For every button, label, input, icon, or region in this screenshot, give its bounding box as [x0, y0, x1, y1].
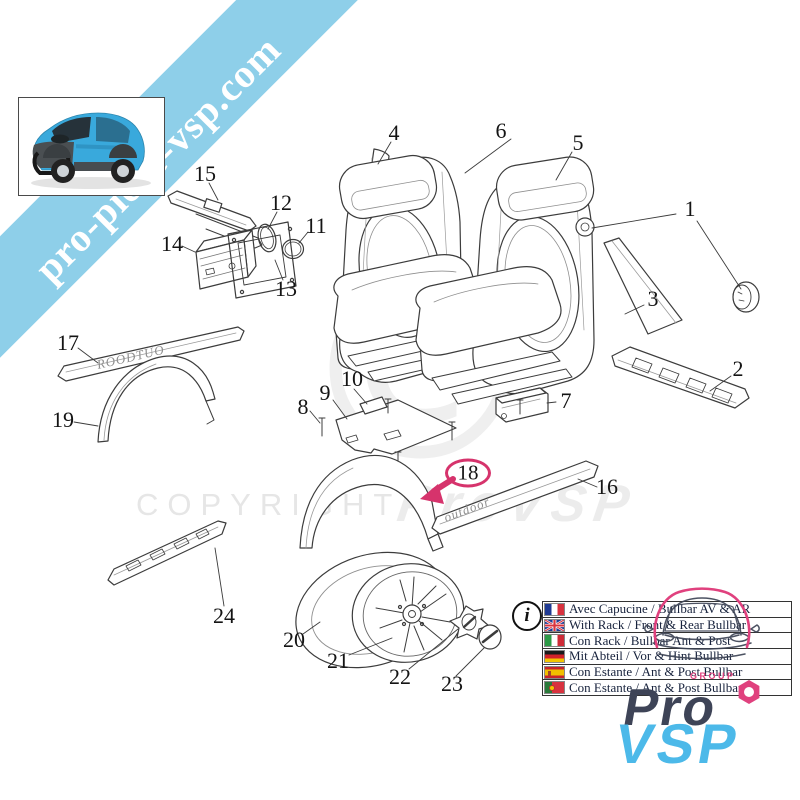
legend-row-text: With Rack / Front & Rear Bullbar — [569, 617, 747, 633]
highlight-arrow — [420, 476, 456, 504]
part-side-trim-mirrored — [57, 326, 245, 382]
legend-row-text: Con Estante / Ant & Post Bullbar — [569, 664, 743, 680]
flag-fr-icon — [544, 602, 565, 616]
legend-row-de: Mit Abteil / Vor & Hint Bullbar — [543, 648, 791, 665]
flag-gb-icon — [544, 618, 565, 632]
flag-de-icon — [544, 649, 565, 663]
part-floor-mat — [318, 396, 524, 469]
part-sill-plate — [611, 346, 750, 409]
logo-vsp-text: VSP — [610, 712, 746, 775]
legend-row-es: Con Estante / Ant & Post Bullbar — [543, 664, 791, 681]
copyright-text-watermark: COPYRIGHT — [136, 487, 402, 522]
vehicle-photo — [18, 97, 165, 196]
flag-it-icon — [544, 634, 565, 648]
part-gasket-oval — [257, 223, 277, 253]
logo-car-outline — [644, 597, 760, 660]
part-recliner-cap — [732, 281, 760, 313]
part-side-trim — [431, 460, 599, 535]
info-icon-glyph: i — [524, 605, 530, 626]
legend-row-text: Con Estante / Ant & Post Bullbar — [569, 679, 743, 695]
part-pillar-trim-right — [603, 237, 683, 335]
part-wheel-arch-trim — [97, 355, 216, 443]
logo-nut-icon — [738, 680, 760, 704]
info-icon: i — [512, 601, 542, 631]
vehicle-photo-art — [31, 112, 151, 189]
legend-row-pt: Con Estante / Ant & Post Bullbar — [543, 679, 791, 697]
part-radio-unit — [195, 229, 257, 290]
part-radio-bracket — [227, 221, 297, 299]
legend-row-text: Mit Abteil / Vor & Hint Bullbar — [569, 648, 734, 664]
part-console-box — [495, 387, 549, 423]
part-fender-flare — [299, 455, 444, 552]
part-hub-cap — [449, 605, 490, 640]
logo-group-text: GROUP — [690, 671, 736, 681]
logo-car-pink-outline — [653, 587, 751, 649]
part-ring — [281, 238, 305, 260]
part-center-cap — [478, 624, 502, 650]
legend-row-it: Con Rack / Bullbar Ant & Post — [543, 632, 791, 650]
legend-row-text: Con Rack / Bullbar Ant & Post — [569, 632, 731, 648]
flag-pt-icon — [544, 681, 565, 695]
leader-lines — [73, 138, 742, 677]
flag-es-icon — [544, 665, 565, 679]
part-wheel — [295, 551, 465, 669]
part-slotted-strip — [107, 520, 227, 586]
part-seat-right — [415, 156, 595, 405]
